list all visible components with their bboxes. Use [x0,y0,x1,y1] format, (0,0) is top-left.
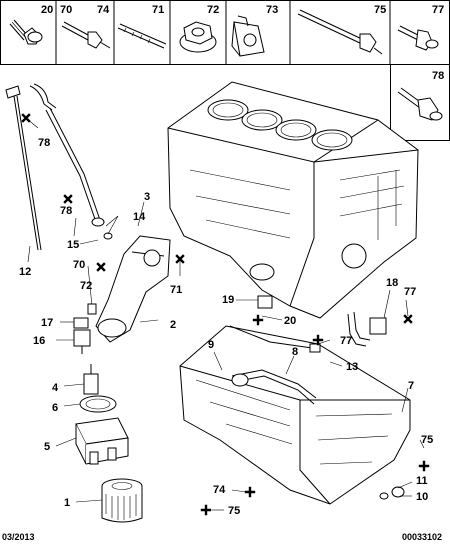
clip-nut-73 [231,15,265,57]
callout-77-right: 77 [404,286,416,298]
callout-78-tube: 78 [60,205,72,217]
cross-mark [63,194,73,204]
threaded-stud-74 [117,23,167,49]
callout-15: 15 [67,239,79,251]
header-label-73: 73 [266,4,278,16]
header-parts-strip: 20 70 74 71 72 73 75 77 78 [0,0,450,141]
callout-6: 6 [52,402,58,414]
callout-10: 10 [416,491,428,503]
plus-mark [244,486,256,498]
callout-70: 70 [73,259,85,271]
callout-77-sump: 77 [340,335,352,347]
stud-bolt-70 [61,21,111,49]
plus-mark [252,314,264,326]
oil-cooler [75,417,129,465]
flange-bolt-78 [397,87,443,121]
oil-level-sensor [229,325,321,353]
callout-72: 72 [80,280,92,292]
dipstick-assembly [5,83,113,251]
bolt-19-bracket [257,295,273,309]
indicator-marks [21,113,430,516]
hex-bolt-77 [397,25,439,51]
header-label-20: 20 [41,4,53,16]
engine-block [167,81,419,319]
callout-7: 7 [408,380,414,392]
callout-2: 2 [170,319,176,331]
callout-14: 14 [133,211,146,223]
oil-sump [179,325,411,505]
callout-8: 8 [292,346,298,358]
long-bolt-75 [297,9,383,55]
callout-13: 13 [346,361,358,373]
callout-19: 19 [222,294,234,306]
flange-bolt-20 [9,19,43,45]
callout-17: 17 [41,317,53,329]
header-label-75: 75 [374,4,386,16]
plus-mark [312,334,324,346]
plus-mark [200,504,212,516]
cross-mark [403,314,413,324]
callout-16: 16 [33,335,45,347]
callout-11: 11 [416,475,428,487]
callout-12: 12 [19,266,31,278]
oil-filter-cartridge [101,478,143,523]
callout-5: 5 [44,441,50,453]
callout-labels: 78 3 14 78 15 70 72 71 12 19 20 18 77 17… [19,137,433,517]
header-label-77: 77 [432,4,444,16]
square-mark [87,303,97,315]
flange-nut-72 [179,21,217,53]
callout-4: 4 [52,382,59,394]
filter-seal-ring [79,395,117,413]
oil-pressure-switch [73,317,91,354]
callout-20: 20 [284,315,296,327]
cross-mark [96,262,106,272]
callout-3: 3 [144,191,150,203]
plus-mark [418,460,430,472]
leader-lines [25,117,425,511]
callout-71: 71 [170,284,182,296]
callout-9: 9 [208,339,214,351]
oil-pickup-pipe [231,369,317,405]
oil-filter-housing [87,235,171,343]
header-label-70: 70 [60,4,72,16]
footer-reference: 00033102 [402,532,442,542]
cross-mark [21,113,31,123]
footer-date: 03/2013 [2,532,35,542]
callout-75-right: 75 [421,434,433,446]
callout-74: 74 [213,484,226,496]
header-label-72: 72 [207,4,219,16]
callout-75-bottom: 75 [228,505,240,517]
cross-mark [175,254,185,264]
union-adaptor [83,364,99,395]
callout-78-dipstick: 78 [38,137,50,149]
header-label-78: 78 [432,70,444,82]
header-label-71: 71 [152,4,164,16]
header-label-74: 74 [97,4,110,16]
breather-pipe [347,311,387,347]
callout-18: 18 [386,277,398,289]
callout-1: 1 [64,497,70,509]
